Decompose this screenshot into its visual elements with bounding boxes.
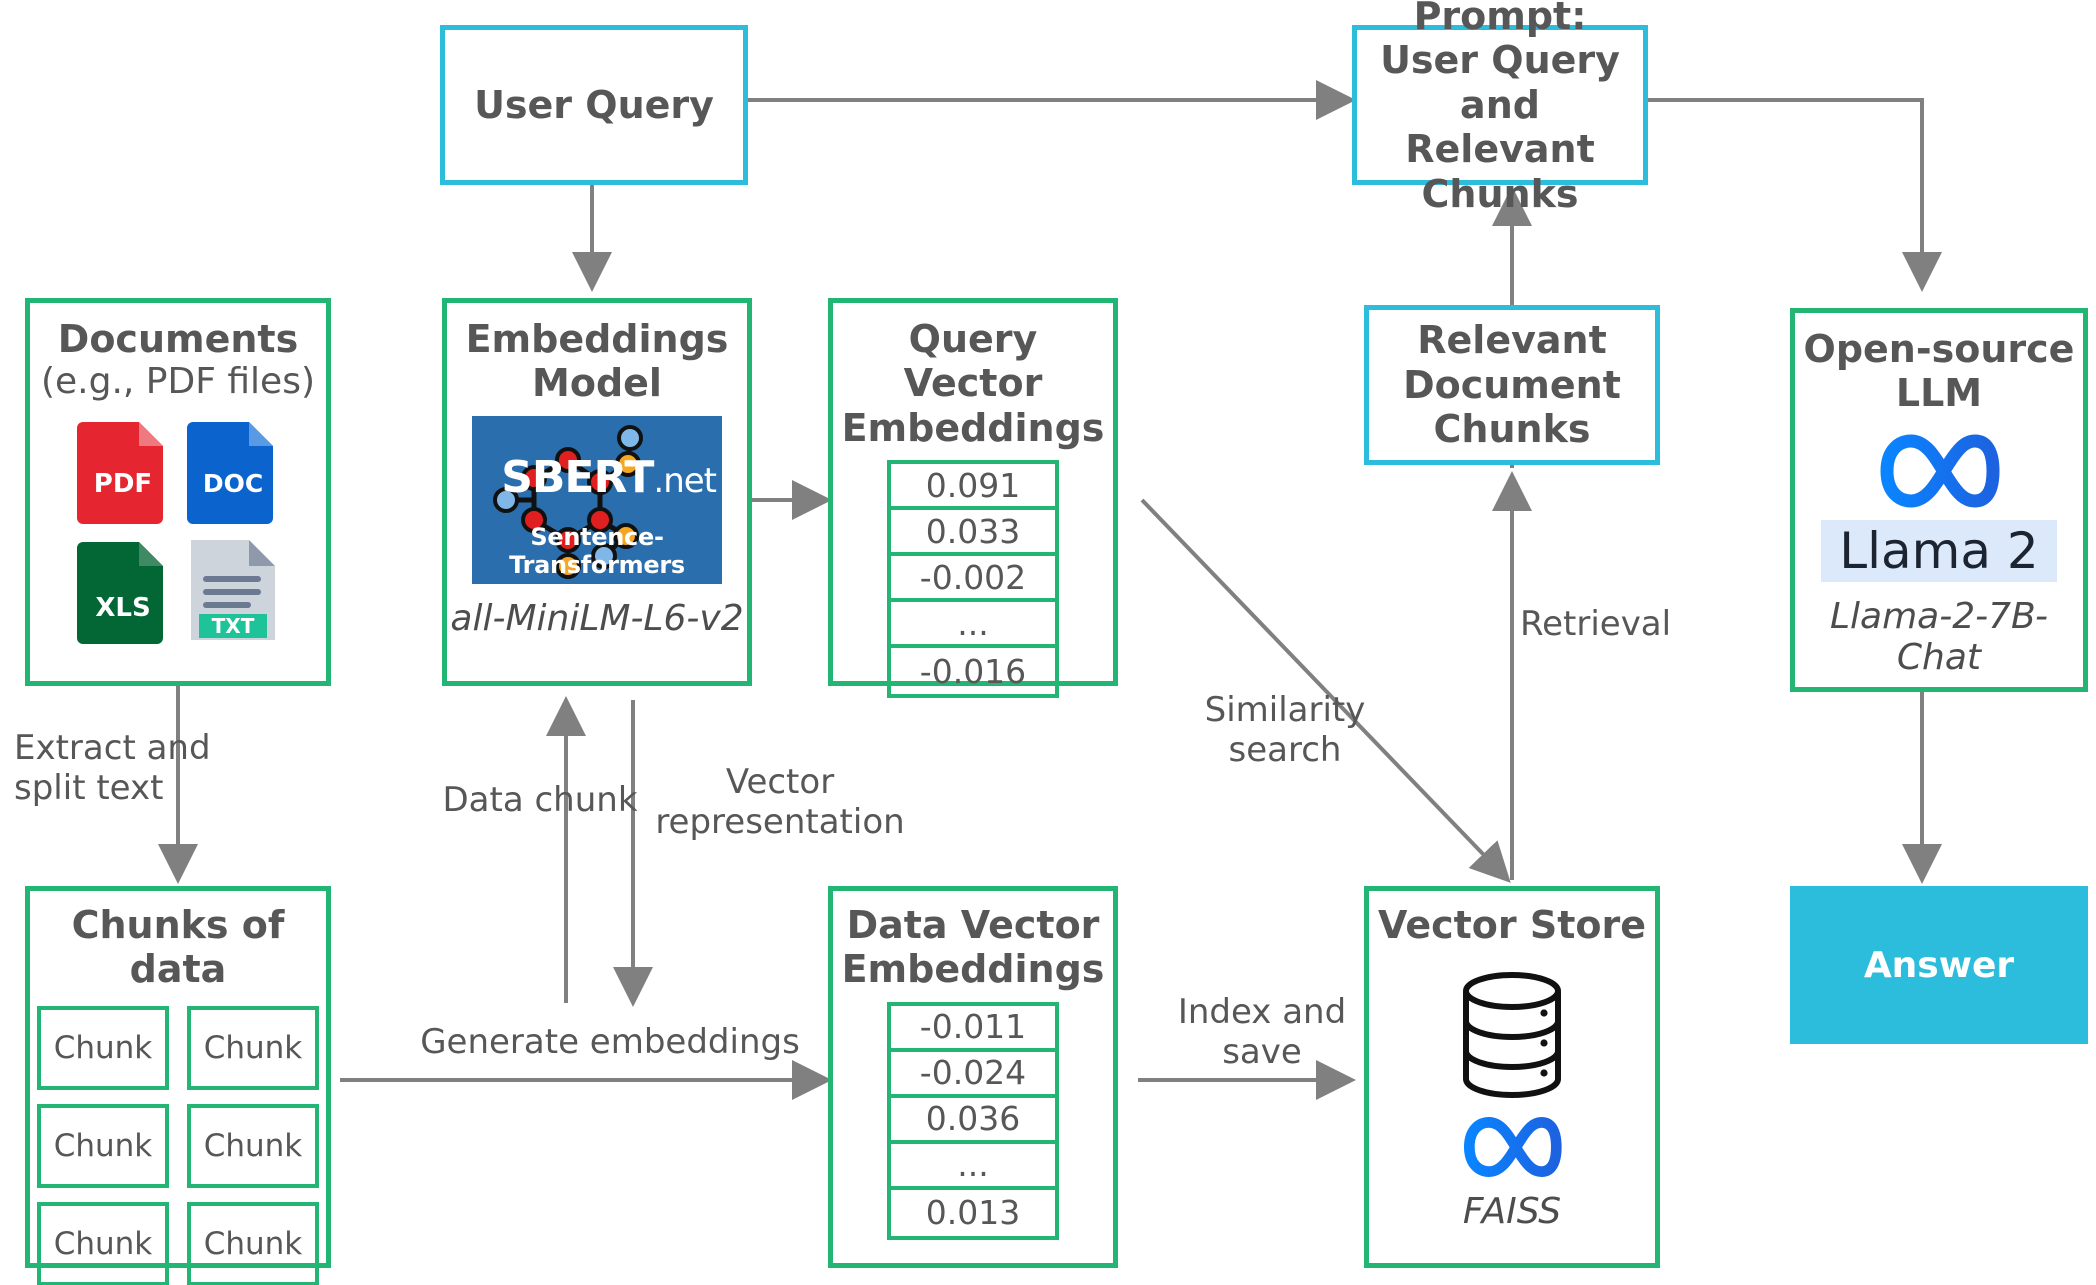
node-answer[interactable]: Answer [1790, 886, 2088, 1044]
embeddings-model-title: Embeddings Model [465, 317, 729, 406]
node-embeddings-model[interactable]: Embeddings Model [442, 298, 752, 686]
prompt-label: Prompt: User Query and Relevant Chunks [1380, 0, 1620, 216]
edge-label-retrieval: Retrieval [1520, 604, 1672, 644]
data-vector-cell: -0.011 [891, 1006, 1055, 1052]
chunk-cell: Chunk [37, 1103, 169, 1188]
chunk-cell: Chunk [187, 1103, 319, 1188]
chunk-cell: Chunk [187, 1201, 319, 1285]
doc-file-icon: DOC [185, 416, 281, 524]
svg-text:XLS: XLS [95, 593, 150, 623]
llama2-badge: Llama 2 [1821, 519, 2057, 582]
llm-caption: Llama-2-7B-Chat [1829, 595, 2049, 678]
query-vector-cell: -0.016 [919, 651, 1027, 691]
document-icon-grid: PDF DOC XLS [75, 416, 281, 644]
answer-label: Answer [1863, 944, 2015, 986]
edge-label-index-and-save: Index and save [1177, 992, 1347, 1073]
sbert-logo: SBERT.net Sentence-Transformers [472, 415, 722, 584]
data-vector-cell: ... [891, 1144, 1055, 1190]
query-vector-cell: ... [891, 602, 1055, 649]
relevant-chunks-label: Relevant Document Chunks [1403, 318, 1621, 452]
query-vector-cell: 0.091 [891, 464, 1055, 511]
sbert-sublabel: Sentence-Transformers [509, 522, 685, 579]
chunk-cell: Chunk [37, 1005, 169, 1090]
node-vector-store[interactable]: Vector Store FAISS [1364, 886, 1660, 1268]
node-open-source-llm[interactable]: Open-source LLM Llama 2 Llama-2-7B-Chat [1790, 308, 2088, 692]
edge-label-data-chunk: Data chunk [442, 780, 638, 820]
chunk-cell: Chunk [187, 1005, 319, 1090]
query-vector-cell: -0.002 [891, 556, 1055, 603]
edge-label-similarity-search: Similarity search [1204, 690, 1366, 771]
node-user-query[interactable]: User Query [440, 25, 748, 185]
sbert-wordmark: SBERT.net [501, 451, 717, 503]
xls-file-icon: XLS [75, 536, 171, 644]
node-relevant-document-chunks[interactable]: Relevant Document Chunks [1364, 305, 1660, 465]
database-cylinder-icon [1454, 969, 1570, 1105]
node-documents[interactable]: Documents (e.g., PDF files) PDF DOC [25, 298, 331, 686]
svg-text:DOC: DOC [203, 469, 263, 498]
query-vector-cell: 0.033 [891, 510, 1055, 557]
user-query-label: User Query [474, 82, 714, 127]
meta-infinity-icon [1873, 432, 2005, 514]
vector-store-title: Vector Store [1377, 903, 1647, 947]
edge-label-extract-split: Extract and split text [14, 728, 211, 809]
documents-subtitle: (e.g., PDF files) [40, 361, 316, 403]
vector-store-caption: FAISS [1462, 1191, 1562, 1233]
query-vector-title: Query Vector Embeddings [841, 317, 1105, 450]
chunk-cell: Chunk [37, 1201, 169, 1285]
svg-text:PDF: PDF [94, 469, 152, 499]
pdf-file-icon: PDF [75, 416, 171, 524]
node-prompt[interactable]: Prompt: User Query and Relevant Chunks [1352, 0, 1648, 216]
llm-title: Open-source LLM [1803, 327, 2075, 416]
svg-text:TXT: TXT [212, 614, 255, 638]
txt-file-icon: TXT [185, 536, 281, 644]
documents-title: Documents [57, 317, 299, 361]
edge-label-vector-representation: Vector representation [655, 762, 905, 843]
data-vector-cell: -0.024 [891, 1052, 1055, 1098]
data-vector-cell: 0.036 [891, 1098, 1055, 1144]
embeddings-model-caption: all-MiniLM-L6-v2 [450, 597, 744, 639]
data-vector-cell: 0.013 [925, 1193, 1021, 1233]
data-vector-title: Data Vector Embeddings [841, 903, 1105, 992]
meta-infinity-icon-faiss [1457, 1115, 1567, 1183]
chunks-of-data-title: Chunks of data [71, 903, 285, 992]
edge-label-generate-embeddings: Generate embeddings [420, 1022, 800, 1062]
